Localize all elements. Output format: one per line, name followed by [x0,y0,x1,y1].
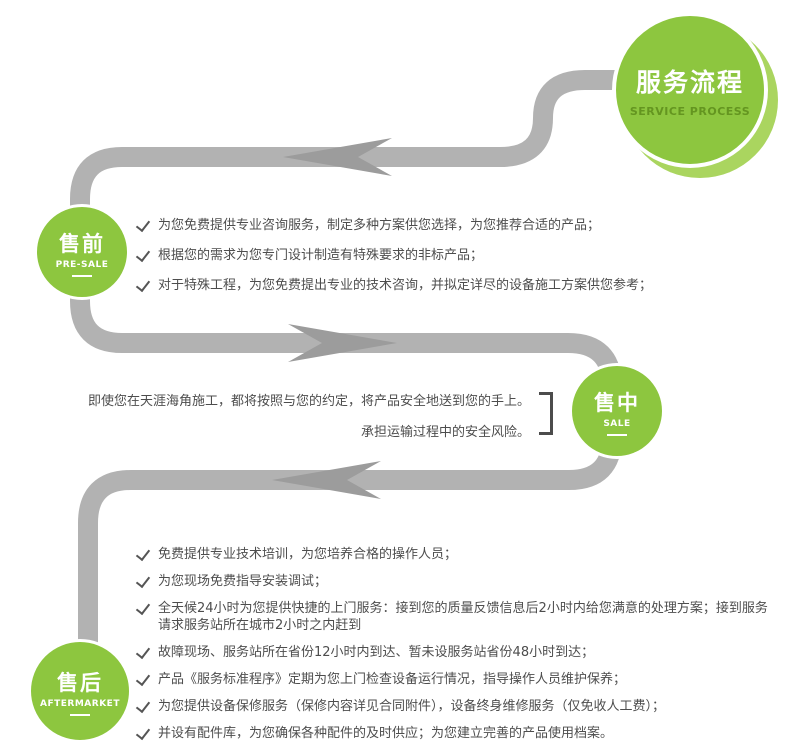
check-icon [135,246,151,263]
list-item: 为您现场免费指导安装调试； [135,572,770,590]
list-item: 对于特殊工程，为您免费提出专业的技术咨询，并拟定详尽的设备施工方案供您参考； [135,276,778,294]
header-title: 服务流程 [635,67,744,97]
sale-text-line: 即使您在天涯海角施工，都将按照与您的约定，将产品安全地送到您的手上。 [87,394,530,409]
check-icon [135,276,151,293]
item-text: 根据您的需求为您专门设计制造有特殊要求的非标产品； [158,248,484,263]
item-text: 为您提供设备保修服务（保修内容详见合同附件），设备终身维修服务（仅免收人工费）； [158,699,666,714]
flow-path [70,70,655,698]
sale-text-block: 即使您在天涯海角施工，都将按照与您的约定，将产品安全地送到您的手上。 承担运输过… [60,386,530,448]
stage-underline [607,433,627,436]
stage-title: 售后 [57,670,103,695]
item-text: 对于特殊工程，为您免费提出专业的技术咨询，并拟定详尽的设备施工方案供您参考； [158,278,653,293]
list-item: 全天候24小时为您提供快捷的上门服务：接到您的质量反馈信息后2小时内给您满意的处… [135,599,770,634]
list-item: 故障现场、服务站所在省份12小时内到达、暂未设服务站省份48小时到达； [135,643,770,661]
stage-underline [72,274,92,277]
bracket-icon [539,392,553,435]
stage-underline [70,713,90,716]
check-icon [135,670,151,687]
check-icon [135,216,151,233]
list-item: 为您提供设备保修服务（保修内容详见合同附件），设备终身维修服务（仅免收人工费）； [135,697,770,715]
check-icon [135,643,151,660]
stage-subtitle: PRE-SALE [55,259,109,270]
stage-subtitle: SALE [603,418,631,429]
item-text: 全天候24小时为您提供快捷的上门服务：接到您的质量反馈信息后2小时内给您满意的处… [158,601,768,633]
item-text: 为您现场免费指导安装调试； [158,574,328,589]
list-item: 并设有配件库，为您确保各种配件的及时供应；为您建立完善的产品使用档案。 [135,724,770,742]
item-text: 并设有配件库，为您确保各种配件的及时供应；为您建立完善的产品使用档案。 [158,726,614,741]
arrow-right-icon [288,324,397,362]
check-icon [135,724,151,741]
list-item: 为您免费提供专业咨询服务，制定多种方案供您选择，为您推荐合适的产品； [135,216,778,234]
aftermarket-item-list: 免费提供专业技术培训，为您培养合格的操作人员； 为您现场免费指导安装调试； 全天… [135,545,770,752]
arrow-left-icon [283,138,392,176]
arrow-left-icon [272,461,381,499]
stage-subtitle: AFTERMARKET [40,698,120,709]
pre-sale-item-list: 为您免费提供专业咨询服务，制定多种方案供您选择，为您推荐合适的产品； 根据您的需… [135,216,778,307]
service-process-circle: 服务流程 SERVICE PROCESS [612,12,768,168]
list-item: 产品《服务标准程序》定期为您上门检查设备运行情况，指导操作人员维护保养； [135,670,770,688]
stage-circle-pre-sale: 售前 PRE-SALE [34,204,130,300]
header-subtitle: SERVICE PROCESS [629,104,751,118]
check-icon [135,545,151,562]
item-text: 免费提供专业技术培训，为您培养合格的操作人员； [158,547,458,562]
stage-circle-sale: 售中 SALE [569,363,665,459]
stage-circle-aftermarket: 售后 AFTERMARKET [28,639,132,743]
stage-title: 售中 [594,390,640,415]
item-text: 故障现场、服务站所在省份12小时内到达、暂未设服务站省份48小时到达； [158,645,595,660]
check-icon [135,572,151,589]
check-icon [135,697,151,714]
item-text: 产品《服务标准程序》定期为您上门检查设备运行情况，指导操作人员维护保养； [158,672,627,687]
list-item: 根据您的需求为您专门设计制造有特殊要求的非标产品； [135,246,778,264]
list-item: 免费提供专业技术培训，为您培养合格的操作人员； [135,545,770,563]
stage-title: 售前 [59,231,105,256]
item-text: 为您免费提供专业咨询服务，制定多种方案供您选择，为您推荐合适的产品； [158,218,601,233]
sale-text-line: 承担运输过程中的安全风险。 [360,425,530,440]
check-icon [135,599,151,616]
